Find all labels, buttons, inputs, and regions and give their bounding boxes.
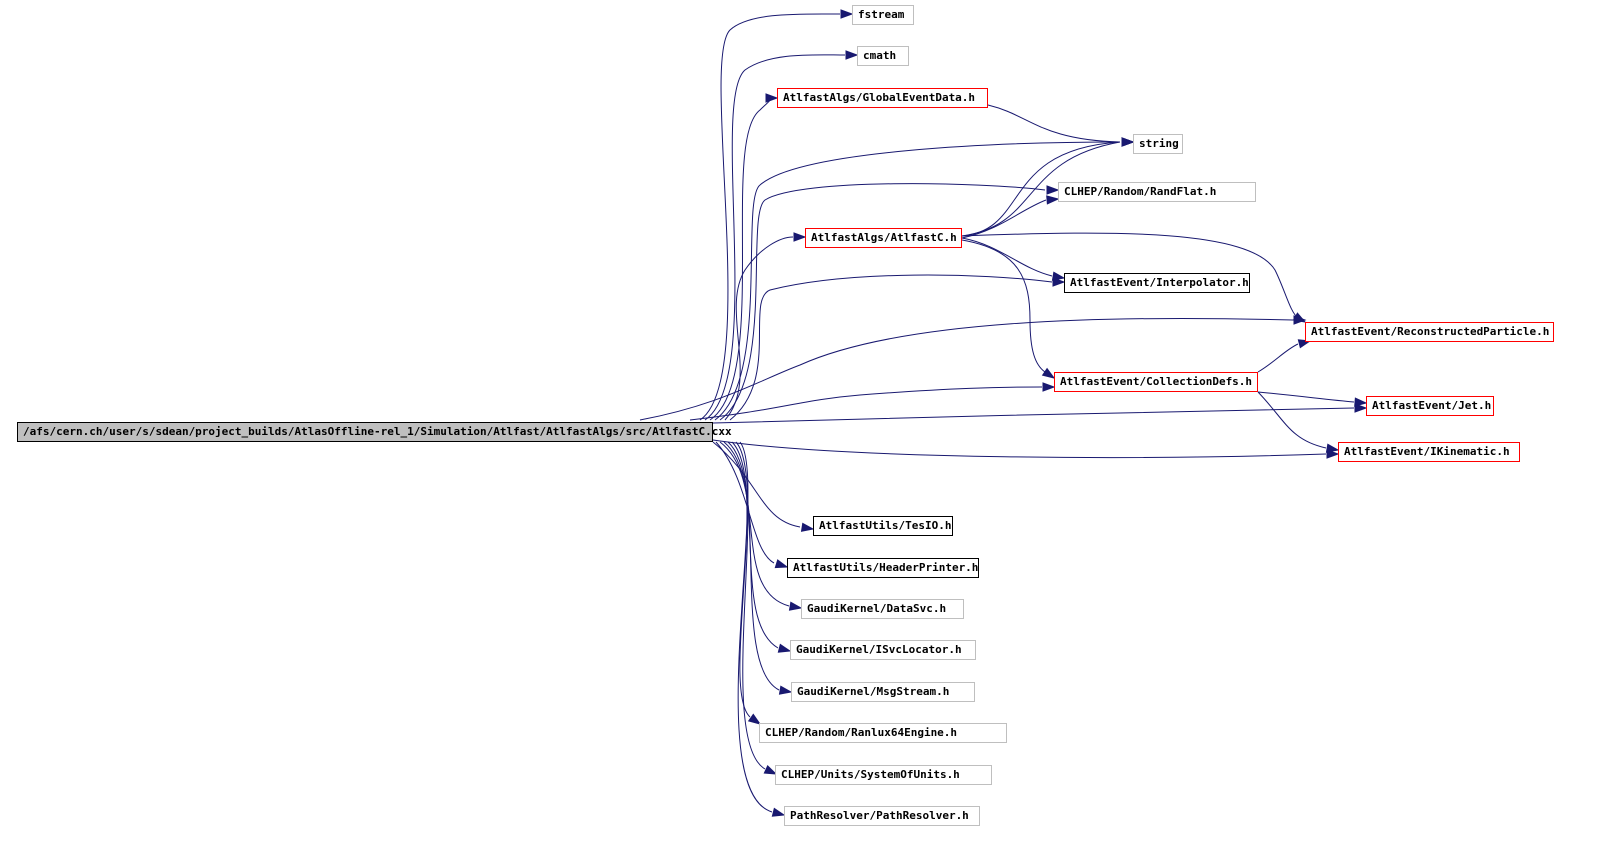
node-reconstructedparticle[interactable]: AtlfastEvent/ReconstructedParticle.h bbox=[1305, 322, 1554, 342]
edge-to-interpolator bbox=[729, 274, 1053, 421]
edge-to-atlfastc-h bbox=[724, 236, 794, 421]
edge-to-cmath-arrowhead bbox=[845, 50, 859, 60]
node-collectiondefs[interactable]: AtlfastEvent/CollectionDefs.h bbox=[1054, 372, 1258, 392]
edge-to-reconstructedparticle-root bbox=[639, 317, 1294, 421]
edge-to-tesio bbox=[712, 441, 801, 528]
node-ikinematic[interactable]: AtlfastEvent/IKinematic.h bbox=[1338, 442, 1520, 462]
edge-to-collectiondefs-arrowhead bbox=[1042, 382, 1056, 392]
node-jet[interactable]: AtlfastEvent/Jet.h bbox=[1366, 396, 1494, 416]
edge-to-ranlux64engine-arrowhead bbox=[747, 713, 762, 725]
edge-to-fstream-arrowhead bbox=[840, 9, 854, 19]
edge-to-headerprinter bbox=[715, 441, 775, 564]
node-interpolator[interactable]: AtlfastEvent/Interpolator.h bbox=[1064, 273, 1250, 293]
edge-to-randflat-arrowhead bbox=[1046, 185, 1060, 195]
edge-atlfastc-to-reconstructedparticle bbox=[961, 232, 1299, 319]
edge-to-fstream bbox=[699, 13, 841, 421]
node-fstream: fstream bbox=[852, 5, 914, 25]
edge-to-collectiondefs bbox=[689, 386, 1043, 421]
edge-atlfastc-to-randflat bbox=[961, 199, 1047, 239]
edge-to-string-root bbox=[714, 141, 1121, 421]
edge-atlfastc-to-collectiondefs-arrowhead bbox=[1041, 367, 1056, 379]
edge-atlfastc-to-reconstructedparticle-arrowhead bbox=[1292, 312, 1307, 323]
edge-to-pathresolver-arrowhead bbox=[771, 807, 786, 817]
node-isvclocator: GaudiKernel/ISvcLocator.h bbox=[790, 640, 976, 660]
edge-to-pathresolver bbox=[737, 441, 773, 813]
edge-collectiondefs-to-ikinematic-arrowhead bbox=[1325, 443, 1340, 453]
node-systemofunits: CLHEP/Units/SystemOfUnits.h bbox=[775, 765, 992, 785]
edge-to-jet-root bbox=[712, 407, 1355, 424]
edge-to-msgstream-arrowhead bbox=[778, 685, 793, 695]
edge-to-cmath bbox=[704, 54, 846, 421]
node-cmath: cmath bbox=[857, 46, 909, 66]
edge-to-tesio-arrowhead bbox=[800, 522, 815, 532]
edge-to-isvclocator bbox=[723, 441, 779, 649]
node-msgstream: GaudiKernel/MsgStream.h bbox=[791, 682, 975, 702]
node-randflat: CLHEP/Random/RandFlat.h bbox=[1058, 182, 1256, 202]
edge-atlfastc-to-interpolator bbox=[961, 237, 1053, 277]
edge-to-datasvc bbox=[719, 441, 790, 607]
edge-to-msgstream bbox=[727, 441, 780, 691]
node-root-file: /afs/cern.ch/user/s/sdean/project_builds… bbox=[17, 422, 732, 442]
edge-to-globaleventdata-arrowhead bbox=[765, 93, 779, 103]
edge-to-ranlux64engine bbox=[731, 441, 751, 718]
edge-atlfastc-to-randflat-arrowhead bbox=[1046, 195, 1060, 205]
edge-to-systemofunits-arrowhead bbox=[763, 764, 778, 775]
node-ranlux64engine: CLHEP/Random/Ranlux64Engine.h bbox=[759, 723, 1007, 743]
edge-to-jet-root-arrowhead bbox=[1354, 403, 1368, 413]
edge-collectiondefs-to-jet-arrowhead bbox=[1354, 397, 1368, 407]
node-globaleventdata[interactable]: AtlfastAlgs/GlobalEventData.h bbox=[777, 88, 988, 108]
edge-collectiondefs-to-reconstructedparticle bbox=[1257, 343, 1299, 373]
node-tesio[interactable]: AtlfastUtils/TesIO.h bbox=[813, 516, 953, 536]
node-string: string bbox=[1133, 134, 1183, 154]
edge-to-randflat bbox=[719, 183, 1046, 421]
edge-to-atlfastc-h-arrowhead bbox=[793, 232, 807, 242]
node-datasvc: GaudiKernel/DataSvc.h bbox=[801, 599, 964, 619]
edge-globaleventdata-to-string bbox=[987, 104, 1121, 143]
node-pathresolver: PathResolver/PathResolver.h bbox=[784, 806, 980, 826]
edge-to-datasvc-arrowhead bbox=[788, 601, 803, 611]
edge-to-isvclocator-arrowhead bbox=[777, 643, 792, 653]
edge-collectiondefs-to-jet bbox=[1257, 391, 1355, 403]
node-headerprinter[interactable]: AtlfastUtils/HeaderPrinter.h bbox=[787, 558, 979, 578]
edge-to-ikinematic-root bbox=[712, 439, 1327, 458]
edge-atlfastc-to-collectiondefs bbox=[961, 239, 1046, 373]
edge-to-systemofunits bbox=[735, 441, 766, 770]
edge-atlfastc-to-interpolator-arrowhead bbox=[1051, 271, 1066, 281]
edge-globaleventdata-to-string-arrowhead bbox=[1121, 137, 1135, 147]
edge-atlfastc-to-string-2 bbox=[961, 141, 1121, 237]
edge-to-headerprinter-arrowhead bbox=[774, 559, 789, 569]
node-atlfastc-h[interactable]: AtlfastAlgs/AtlfastC.h bbox=[805, 228, 962, 248]
edge-collectiondefs-to-ikinematic bbox=[1257, 391, 1327, 449]
